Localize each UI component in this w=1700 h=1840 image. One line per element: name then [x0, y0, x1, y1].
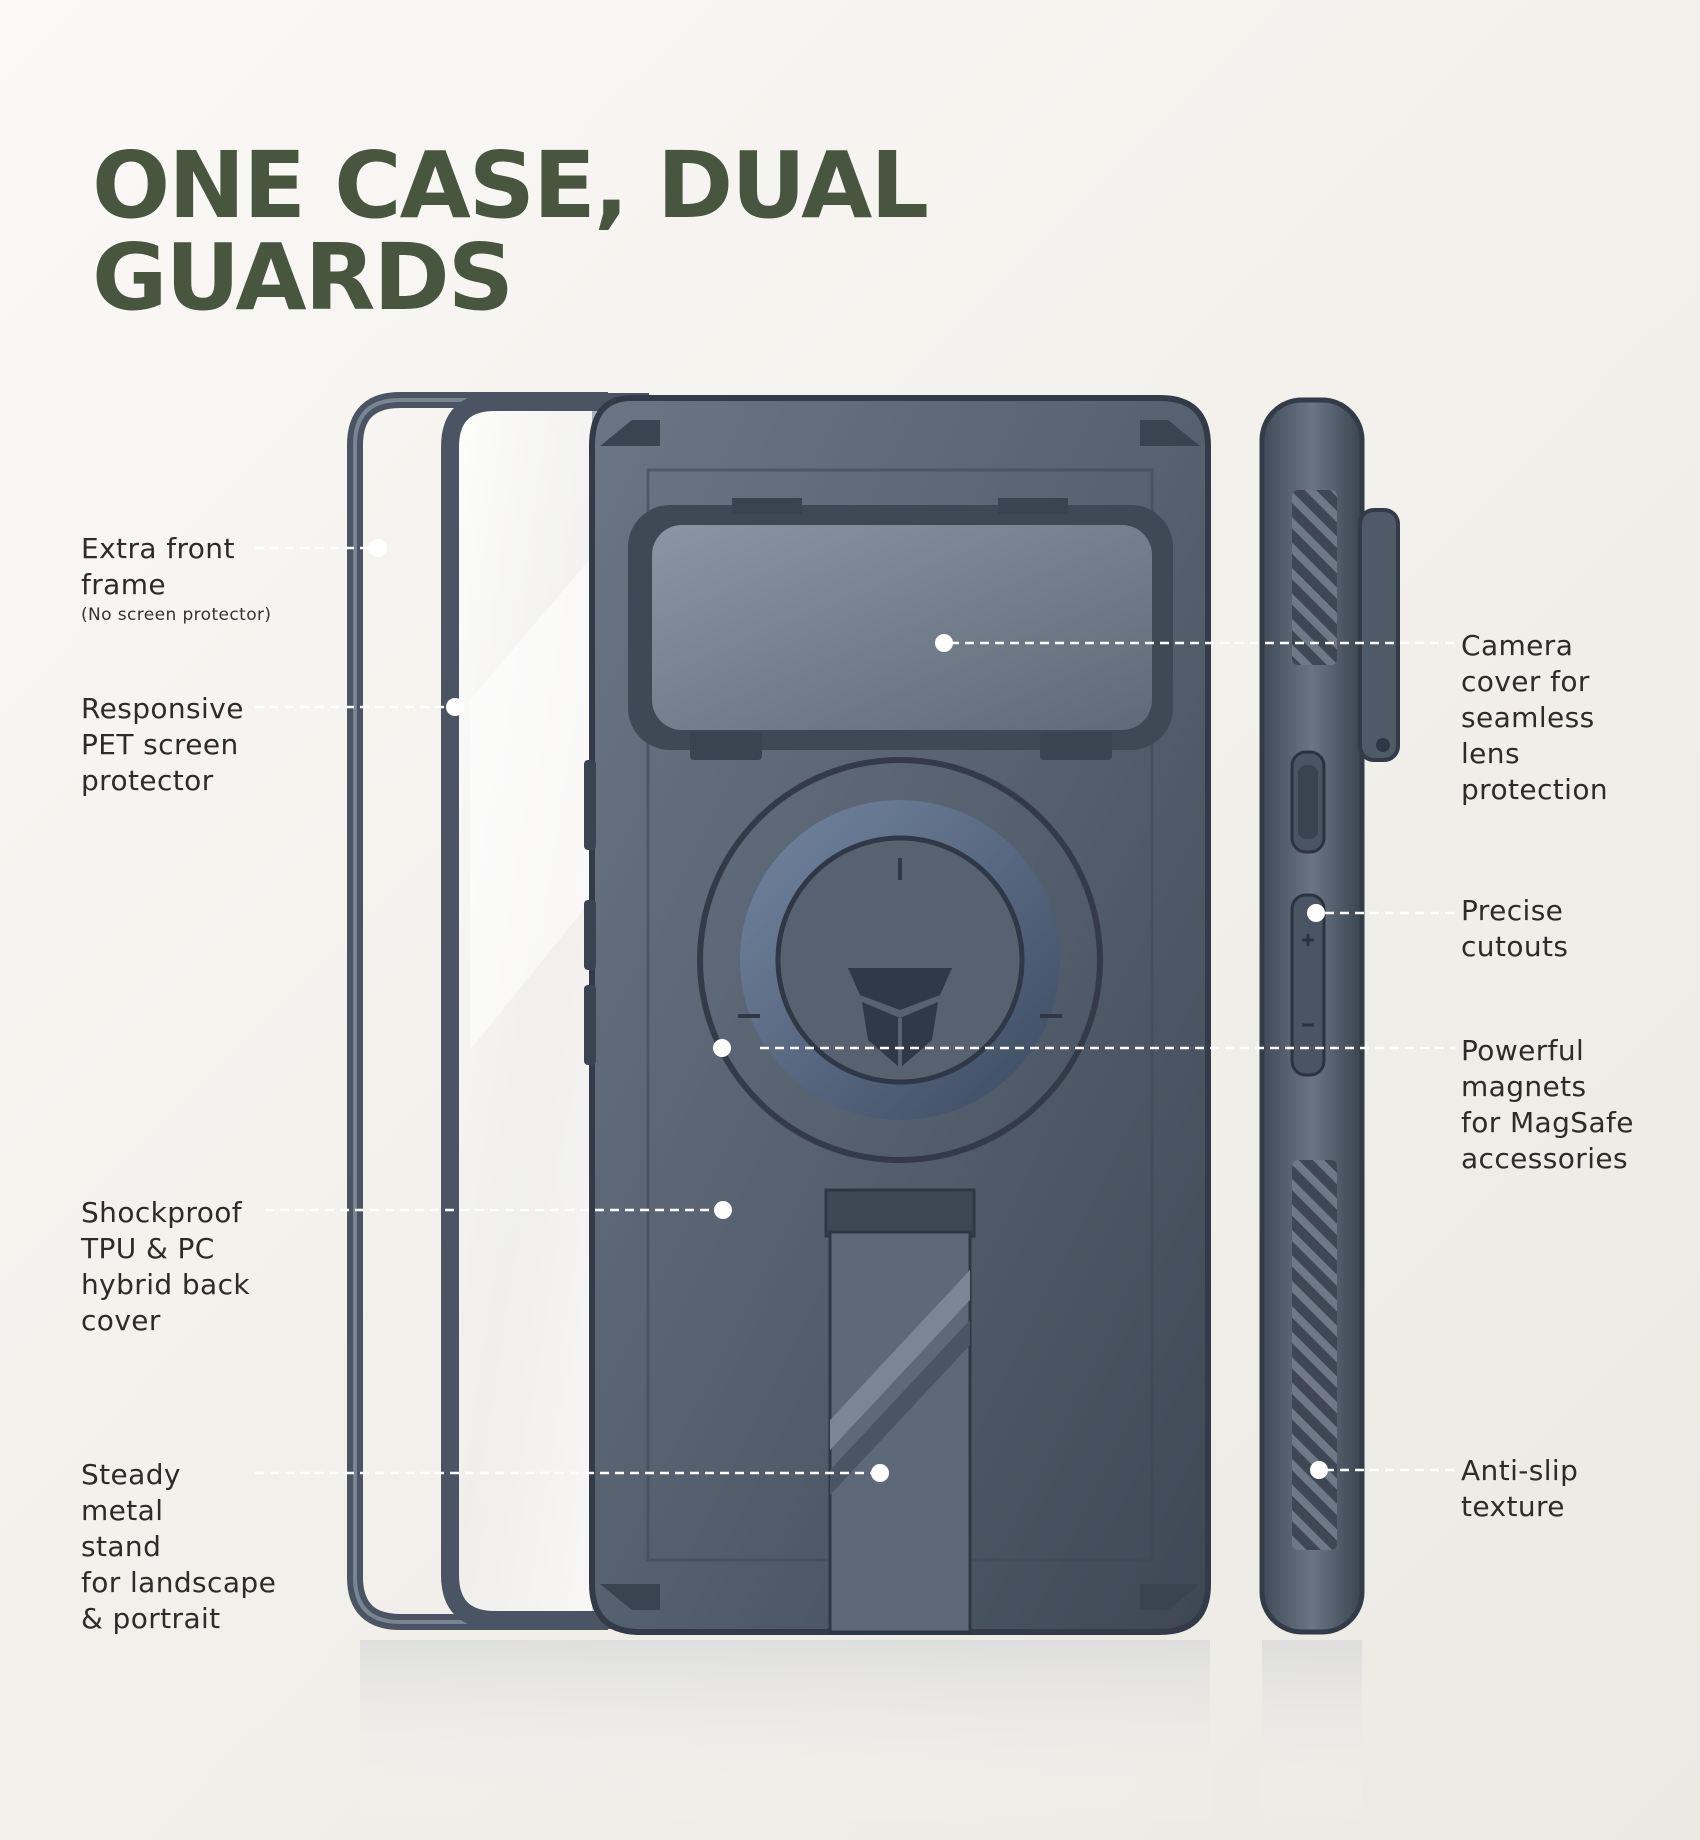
callout-metal-stand: Steady metal stand for landscape & portr…	[81, 1457, 276, 1637]
camera-cover	[628, 498, 1173, 760]
callout-text: stand	[81, 1530, 162, 1563]
shield-chevron-icon	[848, 968, 952, 1068]
callout-text: Anti-slip	[1461, 1454, 1579, 1487]
callout-text: & portrait	[81, 1602, 221, 1635]
callout-dots	[369, 539, 1328, 1482]
callout-note: (No screen protector)	[81, 605, 272, 625]
callout-text: frame	[81, 568, 167, 601]
callout-precise-cutouts: Precise cutouts	[1461, 893, 1568, 965]
headline-line-2: GUARDS	[92, 224, 514, 331]
callout-text: Shockproof	[81, 1196, 243, 1229]
callout-text: Precise	[1461, 894, 1564, 927]
callout-extra-front-frame: Extra front frame (No screen protector)	[81, 531, 271, 627]
page-title: ONE CASE, DUAL GUARDS	[92, 132, 929, 331]
callout-text: magnets	[1461, 1070, 1587, 1103]
callout-text: protector	[81, 764, 214, 797]
callout-text: hybrid back	[81, 1268, 250, 1301]
callout-text: cover	[81, 1304, 161, 1337]
floor-reflection	[360, 1640, 1362, 1830]
callout-text: lens	[1461, 737, 1520, 770]
callout-text: Responsive	[81, 692, 244, 725]
callout-screen-protector: Responsive PET screen protector	[81, 691, 244, 799]
callout-text: Powerful	[1461, 1034, 1585, 1067]
callout-text: cover for	[1461, 665, 1590, 698]
callout-back-cover: Shockproof TPU & PC hybrid back cover	[81, 1195, 250, 1339]
callout-text: texture	[1461, 1490, 1565, 1523]
magsafe-ring	[697, 757, 1103, 1163]
callout-text: metal	[81, 1494, 164, 1527]
callout-text: for MagSafe	[1461, 1106, 1634, 1139]
callout-text: accessories	[1461, 1142, 1628, 1175]
headline-line-1: ONE CASE, DUAL	[92, 132, 929, 239]
callout-magnets: Powerful magnets for MagSafe accessories	[1461, 1033, 1634, 1177]
plus-icon	[1302, 934, 1314, 946]
callout-text: Steady	[81, 1458, 181, 1491]
callout-lines	[255, 546, 1455, 1475]
metal-stand	[824, 1188, 976, 1634]
callout-text: TPU & PC	[81, 1232, 215, 1265]
callout-text: cutouts	[1461, 930, 1569, 963]
callout-text: PET screen	[81, 728, 239, 761]
callout-camera-cover: Camera cover for seamless lens protectio…	[1461, 628, 1608, 808]
callout-text: Camera	[1461, 629, 1574, 662]
callout-text: seamless	[1461, 701, 1595, 734]
callout-anti-slip: Anti-slip texture	[1461, 1453, 1578, 1525]
side-view	[1259, 397, 1400, 1635]
extra-front-frame	[347, 392, 608, 1630]
callout-text: for landscape	[81, 1566, 277, 1599]
callout-text: protection	[1461, 773, 1609, 806]
callout-text: Extra front	[81, 532, 235, 565]
